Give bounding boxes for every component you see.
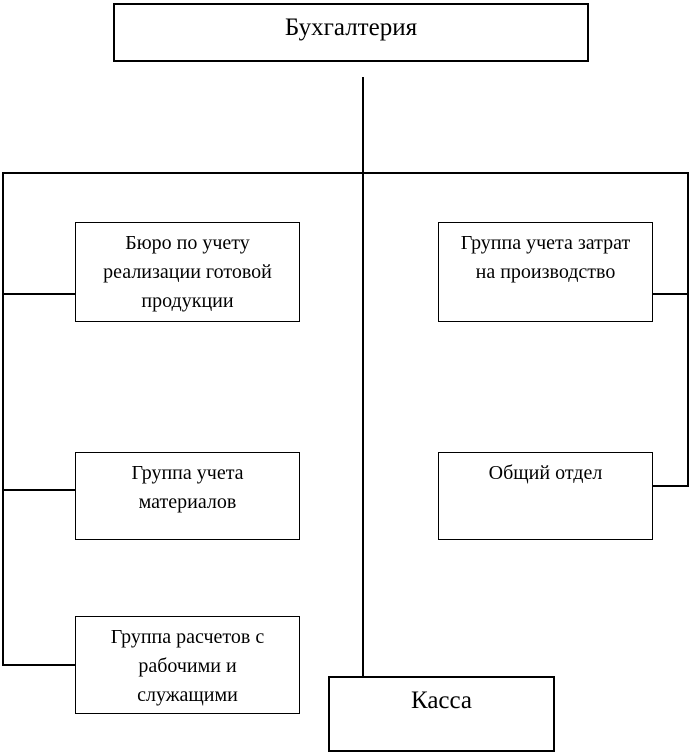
node-buhgalteria-label: Бухгалтерия bbox=[284, 14, 418, 41]
node-obshchiy-label: Общий отдел bbox=[488, 462, 603, 484]
node-zatrat-label: Группа учета затрат на производство bbox=[460, 232, 631, 283]
connector-right-vertical bbox=[687, 172, 689, 487]
connector-obshchiy-branch bbox=[653, 485, 689, 487]
node-byuro-label: Бюро по учету реализации готовой продукц… bbox=[103, 232, 272, 312]
node-gruppa-ucheta-materialov: Группа учета материалов bbox=[75, 452, 300, 540]
node-raschetov-label: Группа расчетов с рабочими и служащими bbox=[110, 626, 265, 706]
connector-center-vertical bbox=[362, 77, 364, 676]
connector-main-horizontal bbox=[2, 172, 689, 174]
node-byuro-ucheta-realizacii: Бюро по учету реализации готовой продукц… bbox=[75, 222, 300, 322]
node-kassa: Касса bbox=[328, 676, 555, 752]
connector-left-vertical bbox=[2, 172, 4, 666]
connector-zatrat-branch bbox=[653, 293, 689, 295]
connector-materialov-branch bbox=[2, 489, 75, 491]
node-gruppa-raschetov: Группа расчетов с рабочими и служащими bbox=[75, 616, 300, 714]
node-materialov-label: Группа учета материалов bbox=[131, 462, 244, 513]
node-gruppa-ucheta-zatrat: Группа учета затрат на производство bbox=[438, 222, 653, 322]
node-buhgalteria: Бухгалтерия bbox=[113, 3, 589, 62]
connector-byuro-branch bbox=[2, 293, 75, 295]
connector-raschetov-branch bbox=[2, 664, 75, 666]
node-kassa-label: Касса bbox=[410, 687, 473, 714]
node-obshchiy-otdel: Общий отдел bbox=[438, 452, 653, 540]
